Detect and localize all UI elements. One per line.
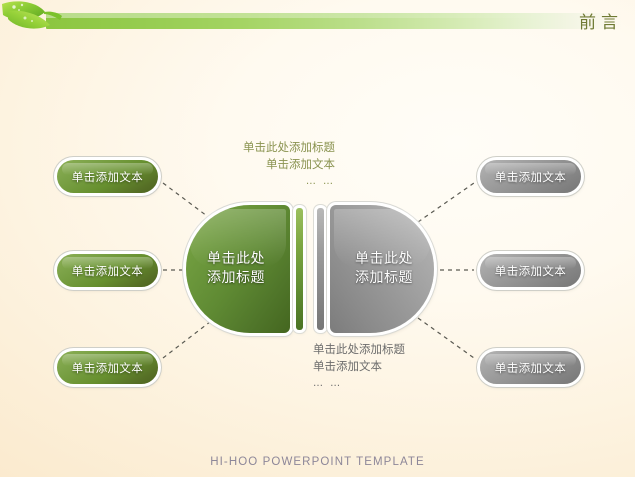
page-title: 前言 bbox=[579, 13, 623, 33]
left-pill-2-label: 单击添加文本 bbox=[71, 263, 144, 278]
top-text-block[interactable]: 单击此处添加标题 单击添加文本 … … bbox=[175, 139, 335, 190]
top-text-title: 单击此处添加标题 bbox=[243, 140, 335, 154]
right-pill-2[interactable]: 单击添加文本 bbox=[480, 254, 581, 287]
bottom-text-body: 单击添加文本 bbox=[313, 359, 382, 373]
left-pill-3[interactable]: 单击添加文本 bbox=[57, 351, 158, 384]
center-right-line1: 单击此处 bbox=[355, 251, 413, 267]
center-left-line1: 单击此处 bbox=[207, 251, 265, 267]
footer-text: HI-HOO POWERPOINT TEMPLATE bbox=[210, 456, 425, 468]
center-right-line2: 添加标题 bbox=[355, 270, 413, 286]
left-pill-2[interactable]: 单击添加文本 bbox=[57, 254, 158, 287]
accent-bar-green bbox=[296, 208, 303, 330]
bottom-text-block[interactable]: 单击此处添加标题 单击添加文本 … … bbox=[313, 341, 483, 392]
right-pill-3-label: 单击添加文本 bbox=[494, 360, 567, 375]
accent-bar-gray bbox=[317, 208, 324, 330]
left-pill-1[interactable]: 单击添加文本 bbox=[57, 160, 158, 193]
center-shape-left[interactable]: 单击此处 添加标题 bbox=[186, 205, 290, 333]
center-shape-right-label: 单击此处 添加标题 bbox=[330, 250, 434, 288]
top-text-dots: … … bbox=[305, 176, 335, 187]
left-pill-3-label: 单击添加文本 bbox=[71, 360, 144, 375]
header-bar-highlight bbox=[46, 13, 621, 18]
bottom-text-title: 单击此处添加标题 bbox=[313, 342, 405, 356]
right-pill-3[interactable]: 单击添加文本 bbox=[480, 351, 581, 384]
top-text-body: 单击添加文本 bbox=[266, 157, 335, 171]
center-shape-right[interactable]: 单击此处 添加标题 bbox=[330, 205, 434, 333]
center-shape-left-label: 单击此处 添加标题 bbox=[186, 250, 290, 288]
right-pill-1-label: 单击添加文本 bbox=[494, 169, 567, 184]
leaf-icon bbox=[0, 0, 74, 46]
right-pill-1[interactable]: 单击添加文本 bbox=[480, 160, 581, 193]
center-left-line2: 添加标题 bbox=[207, 270, 265, 286]
center-diagram: 单击此处 添加标题 单击此处 添加标题 bbox=[186, 205, 448, 333]
right-pill-2-label: 单击添加文本 bbox=[494, 263, 567, 278]
slide-header: 前言 bbox=[0, 0, 635, 46]
left-pill-1-label: 单击添加文本 bbox=[71, 169, 144, 184]
header-green-bar bbox=[46, 13, 621, 29]
bottom-text-dots: … … bbox=[313, 378, 343, 389]
